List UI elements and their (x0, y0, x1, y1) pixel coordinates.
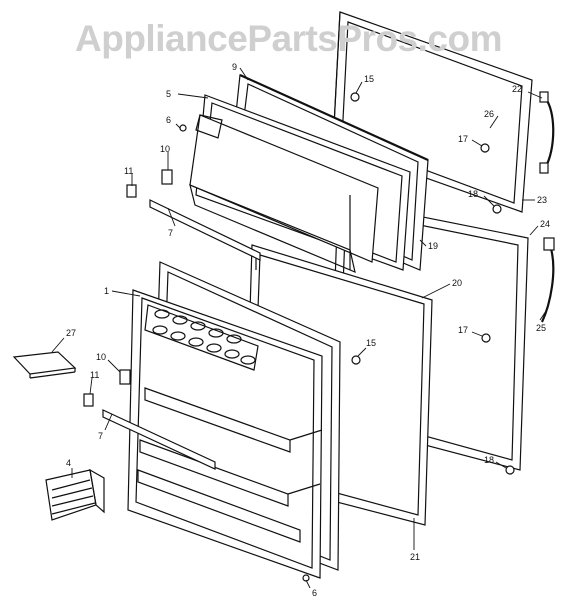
egg-tray (144, 304, 259, 371)
butter-tray (12, 351, 77, 379)
lower-shelf-bar (102, 409, 216, 470)
callout-label: 15 (364, 74, 374, 84)
upper-shelf-bar (149, 199, 261, 270)
callout-label: 15 (366, 338, 376, 348)
dairy-compartment-door (45, 468, 105, 521)
callout-label: 7 (98, 431, 103, 441)
callout-label: 5 (166, 89, 171, 99)
callout-label: 19 (428, 241, 438, 251)
callout-label: 10 (160, 144, 170, 154)
callout-label: 26 (484, 109, 494, 119)
callout-label: 11 (124, 166, 133, 176)
callout-label: 11 (90, 370, 99, 380)
callout-label: 1 (104, 286, 109, 296)
callout-label: 9 (232, 62, 237, 72)
callout-label: 22 (512, 84, 522, 94)
fresh-food-door-liner (127, 289, 323, 579)
callout-label: 23 (537, 195, 547, 205)
callout-label: 18 (468, 189, 478, 199)
callout-labels: 9 15 22 5 26 6 17 10 18 23 11 24 7 19 1 … (66, 62, 550, 598)
fasteners (179, 92, 515, 582)
callout-label: 6 (312, 588, 317, 598)
fresh-food-door-handle (541, 237, 555, 323)
upper-shelf-clips (126, 169, 173, 198)
callout-label: 27 (66, 328, 76, 338)
callout-label: 6 (166, 115, 171, 125)
callout-label: 24 (540, 219, 550, 229)
callout-label: 21 (410, 552, 420, 562)
freezer-door-handle (539, 91, 555, 174)
callout-label: 7 (168, 228, 173, 238)
callout-label: 25 (536, 323, 546, 333)
callout-label: 4 (66, 458, 71, 468)
leader-lines (51, 67, 549, 589)
callout-label: 18 (484, 455, 494, 465)
lower-shelf-clips (83, 369, 131, 407)
callout-label: 10 (96, 352, 106, 362)
callout-label: 17 (458, 134, 468, 144)
callout-label: 20 (452, 278, 462, 288)
watermark-text: AppliancePartsPros.com (75, 18, 502, 59)
freezer-door-shelf (189, 114, 379, 274)
callout-label: 17 (458, 325, 468, 335)
